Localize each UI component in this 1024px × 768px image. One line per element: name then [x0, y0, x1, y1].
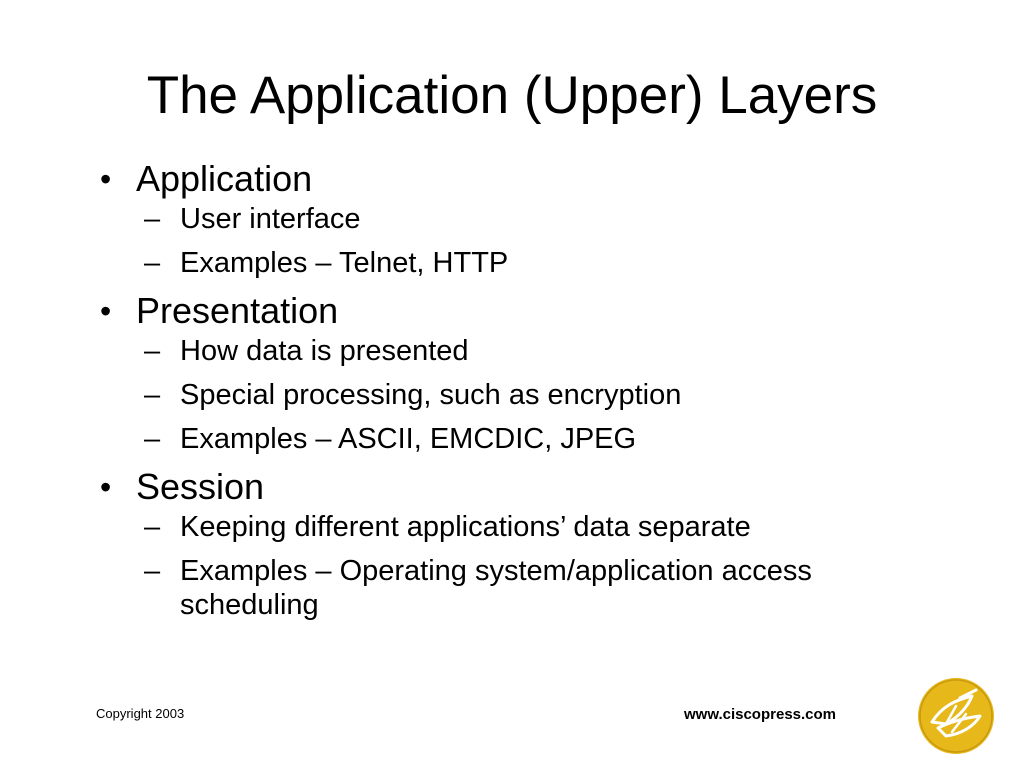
sub-item: – Examples – Telnet, HTTP [96, 246, 976, 280]
footer-copyright: Copyright 2003 [96, 706, 185, 721]
bullet-application: • Application [96, 158, 976, 200]
sub-dash: – [144, 423, 161, 455]
sub-item-text: How data is presented [180, 335, 469, 367]
sub-dash: – [144, 511, 161, 543]
sub-item-text: Examples – ASCII, EMCDIC, JPEG [180, 423, 637, 455]
slide-title: The Application (Upper) Layers [146, 66, 878, 125]
bullet-session: • Session [96, 466, 976, 508]
bullet-presentation: • Presentation [96, 290, 976, 332]
sub-item: – Keeping different applications’ data s… [96, 510, 976, 544]
sub-item: – Examples – ASCII, EMCDIC, JPEG [96, 422, 976, 456]
sub-item: – Special processing, such as encryption [96, 378, 976, 412]
sub-item: – User interface [96, 202, 976, 236]
sub-list-session: – Keeping different applications’ data s… [96, 510, 976, 622]
sub-dash: – [144, 203, 161, 235]
sub-item-text: Special processing, such as encryption [180, 379, 682, 411]
bullet-dot: • [100, 293, 112, 329]
bullet-label: Presentation [136, 290, 339, 331]
bullet-label: Session [136, 466, 265, 507]
sub-item-text: Examples – Telnet, HTTP [180, 247, 509, 279]
sub-item-text: Keeping different applications’ data sep… [180, 511, 751, 543]
bullet-dot: • [100, 469, 112, 505]
sub-item-text: Examples – Operating system/application … [180, 555, 812, 621]
bullet-list: • Application – User interface – Example… [96, 154, 976, 632]
bullet-dot: • [100, 161, 112, 197]
ciscopress-logo-icon [918, 678, 994, 754]
sub-dash: – [144, 379, 161, 411]
sub-item-text: User interface [180, 203, 361, 235]
sub-dash: – [144, 247, 161, 279]
footer-website: www.ciscopress.com [684, 706, 837, 723]
sub-list-application: – User interface – Examples – Telnet, HT… [96, 202, 976, 280]
sub-dash: – [144, 555, 161, 587]
sub-list-presentation: – How data is presented – Special proces… [96, 334, 976, 456]
sub-item: – Examples – Operating system/applicatio… [96, 554, 976, 622]
bullet-label: Application [136, 158, 313, 199]
sub-item: – How data is presented [96, 334, 976, 368]
sub-dash: – [144, 335, 161, 367]
